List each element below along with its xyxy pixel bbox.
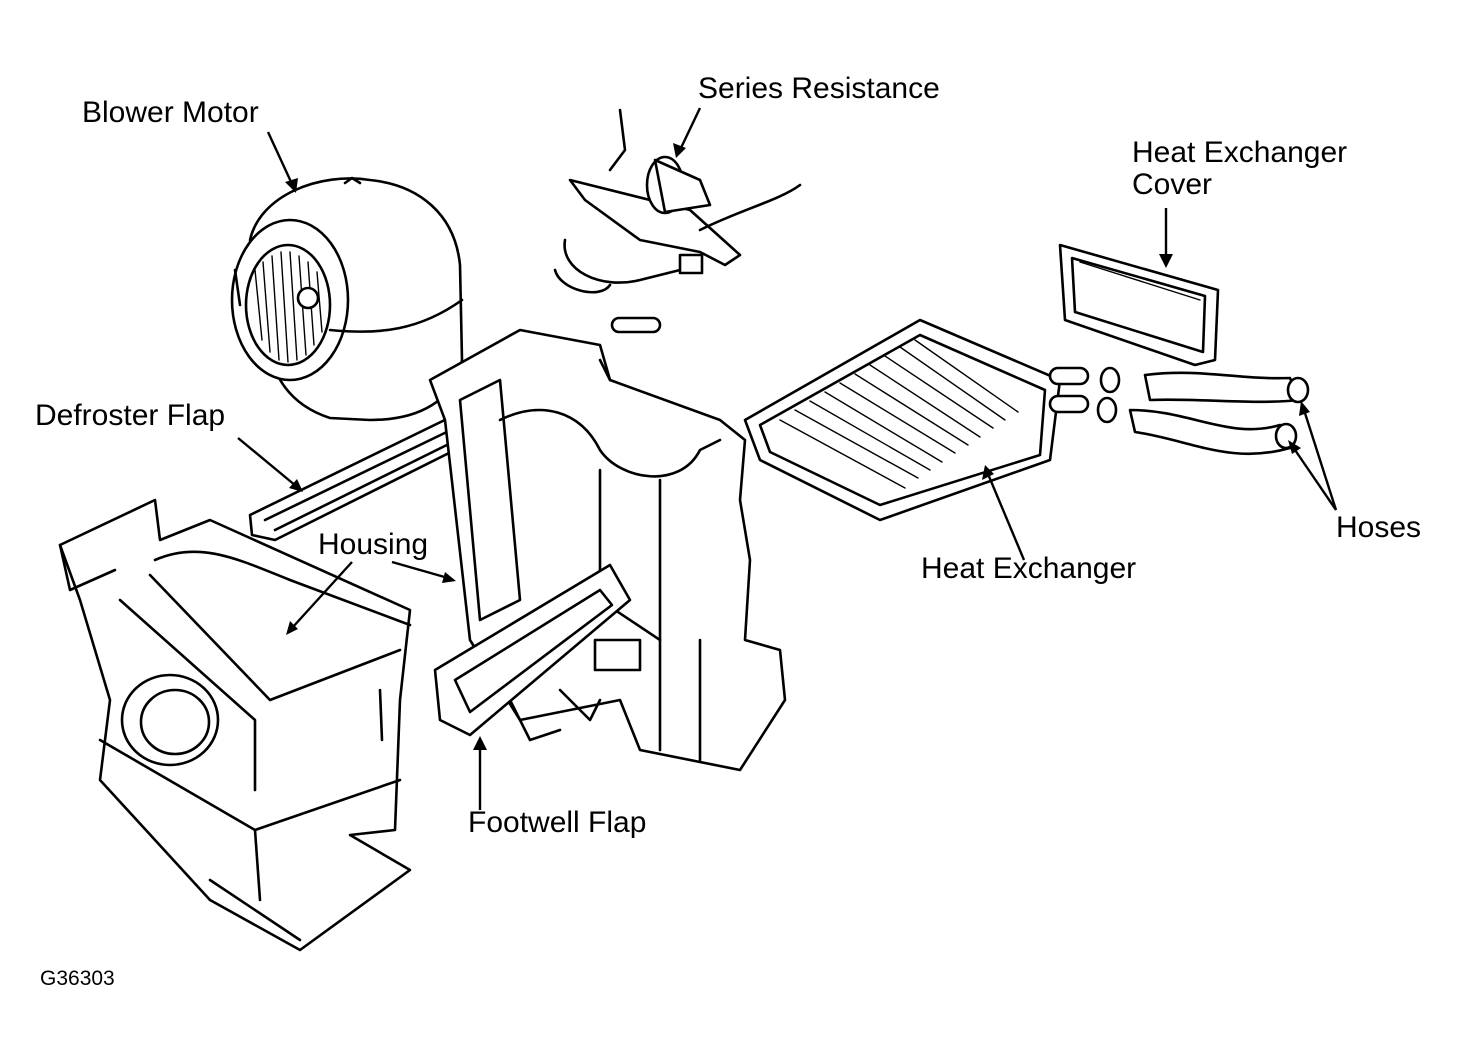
blower-motor-label: Blower Motor (82, 96, 259, 129)
series-resistance-drawing (553, 108, 802, 334)
heat-exchanger-label: Heat Exchanger (921, 552, 1137, 585)
heat-exchanger-cover-label-line2: Cover (1132, 168, 1213, 201)
blower-motor-drawing (230, 176, 464, 422)
defroster-flap-label: Defroster Flap (35, 399, 226, 432)
figure-code: G36303 (40, 967, 115, 990)
intake-housing-drawing (58, 498, 412, 952)
housing-label: Housing (318, 528, 429, 561)
heat-exchanger-cover-drawing (1058, 243, 1220, 367)
hoses-label: Hoses (1336, 511, 1422, 544)
heat-exchanger-drawing (743, 318, 1090, 522)
footwell-flap-drawing (433, 563, 632, 737)
footwell-flap-label: Footwell Flap (468, 806, 647, 839)
hoses-drawing (1096, 366, 1310, 456)
leader-arrows (237, 107, 1338, 810)
heat-exchanger-cover-label-line1: Heat Exchanger (1132, 136, 1348, 169)
series-resistance-label: Series Resistance (698, 72, 940, 105)
